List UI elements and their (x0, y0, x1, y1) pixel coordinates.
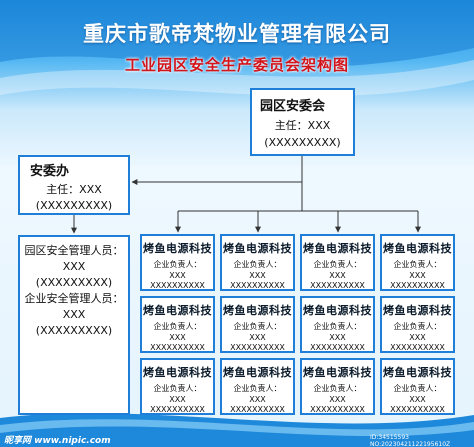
company-name: 烤鱼电源科技 (303, 304, 372, 317)
managers-line: (XXXXXXXXX) (35, 324, 113, 337)
company-box: 烤鱼电源科技 企业负责人： XXX XXXXXXXXXX (220, 296, 295, 353)
company-leader-name: XXX (409, 271, 426, 280)
company-leader-label: 企业负责人： (393, 384, 442, 393)
company-phone: XXXXXXXXXX (230, 405, 285, 414)
company-name: 烤鱼电源科技 (223, 366, 292, 379)
company-phone: XXXXXXXXXX (390, 405, 445, 414)
watermark-id: ID:34515593 NO:20230421122195610Z (370, 434, 451, 447)
company-leader-name: XXX (169, 395, 186, 404)
company-name: 烤鱼电源科技 (303, 242, 372, 255)
company-leader-label: 企业负责人： (313, 260, 362, 269)
company-name: 烤鱼电源科技 (143, 366, 212, 379)
company-name: 烤鱼电源科技 (383, 242, 452, 255)
company-leader-label: 企业负责人： (153, 260, 202, 269)
company-phone: XXXXXXXXXX (390, 281, 445, 290)
managers-line: 企业安全管理人员： (24, 292, 124, 305)
company-box: 烤鱼电源科技 企业负责人： XXX XXXXXXXXXX (140, 296, 215, 353)
company-box: 烤鱼电源科技 企业负责人： XXX XXXXXXXXXX (300, 358, 375, 415)
company-box: 烤鱼电源科技 企业负责人： XXX XXXXXXXXXX (380, 234, 455, 291)
company-leader-name: XXX (409, 395, 426, 404)
company-box: 烤鱼电源科技 企业负责人： XXX XXXXXXXXXX (300, 296, 375, 353)
company-leader-name: XXX (249, 395, 266, 404)
company-leader-name: XXX (409, 333, 426, 342)
company-leader-label: 企业负责人： (153, 384, 202, 393)
company-box: 烤鱼电源科技 企业负责人： XXX XXXXXXXXXX (220, 358, 295, 415)
managers-line: 园区安全管理人员： (24, 244, 124, 257)
company-name: 烤鱼电源科技 (383, 366, 452, 379)
company-box: 烤鱼电源科技 企业负责人： XXX XXXXXXXXXX (140, 358, 215, 415)
company-phone: XXXXXXXXXX (150, 405, 205, 414)
committee-phone: (XXXXXXXXX) (264, 136, 341, 149)
company-name: 烤鱼电源科技 (303, 366, 372, 379)
company-leader-name: XXX (169, 333, 186, 342)
company-box: 烤鱼电源科技 企业负责人： XXX XXXXXXXXXX (140, 234, 215, 291)
company-leader-name: XXX (169, 271, 186, 280)
company-phone: XXXXXXXXXX (310, 343, 365, 352)
company-leader-label: 企业负责人： (313, 322, 362, 331)
managers-line: XXX (62, 308, 86, 321)
company-leader-label: 企业负责人： (393, 322, 442, 331)
safety-managers-box: 园区安全管理人员： XXX (XXXXXXXXX) 企业安全管理人员： XXX … (18, 235, 130, 415)
company-leader-label: 企业负责人： (233, 322, 282, 331)
chart-subtitle: 工业园区安全生产委员会架构图 (124, 56, 349, 74)
office-director: 主任：XXX (46, 183, 102, 196)
company-phone: XXXXXXXXXX (310, 281, 365, 290)
office-name: 安委办 (30, 164, 70, 179)
company-name: 烤鱼电源科技 (223, 242, 292, 255)
company-leader-label: 企业负责人： (233, 384, 282, 393)
company-name: 烤鱼电源科技 (143, 242, 212, 255)
managers-line: (XXXXXXXXX) (35, 276, 113, 289)
office-phone: (XXXXXXXXX) (35, 199, 113, 212)
company-phone: XXXXXXXXXX (150, 343, 205, 352)
company-name: 烤鱼电源科技 (383, 304, 452, 317)
company-title: 重庆市歌帝梵物业管理有限公司 (83, 22, 391, 46)
company-name: 烤鱼电源科技 (223, 304, 292, 317)
company-box: 烤鱼电源科技 企业负责人： XXX XXXXXXXXXX (380, 296, 455, 353)
park-safety-committee-box: 园区安委会 主任：XXX (XXXXXXXXX) (250, 88, 355, 156)
company-name: 烤鱼电源科技 (143, 304, 212, 317)
committee-name: 园区安委会 (260, 99, 326, 114)
company-phone: XXXXXXXXXX (230, 281, 285, 290)
company-leader-label: 企业负责人： (313, 384, 362, 393)
company-leader-name: XXX (329, 333, 346, 342)
company-box: 烤鱼电源科技 企业负责人： XXX XXXXXXXXXX (220, 234, 295, 291)
company-phone: XXXXXXXXXX (390, 343, 445, 352)
company-leader-label: 企业负责人： (233, 260, 282, 269)
company-box: 烤鱼电源科技 企业负责人： XXX XXXXXXXXXX (380, 358, 455, 415)
company-leader-name: XXX (249, 333, 266, 342)
company-phone: XXXXXXXXXX (310, 405, 365, 414)
company-leader-label: 企业负责人： (153, 322, 202, 331)
safety-office-box: 安委办 主任：XXX (XXXXXXXXX) (18, 155, 130, 215)
managers-line: XXX (62, 260, 86, 273)
company-phone: XXXXXXXXXX (150, 281, 205, 290)
company-box: 烤鱼电源科技 企业负责人： XXX XXXXXXXXXX (300, 234, 375, 291)
company-leader-name: XXX (249, 271, 266, 280)
watermark-site: 昵享网 www.nipic.com (4, 436, 111, 446)
committee-director: 主任：XXX (274, 119, 331, 132)
company-phone: XXXXXXXXXX (230, 343, 285, 352)
company-leader-name: XXX (329, 395, 346, 404)
company-leader-label: 企业负责人： (393, 260, 442, 269)
company-leader-name: XXX (329, 271, 346, 280)
